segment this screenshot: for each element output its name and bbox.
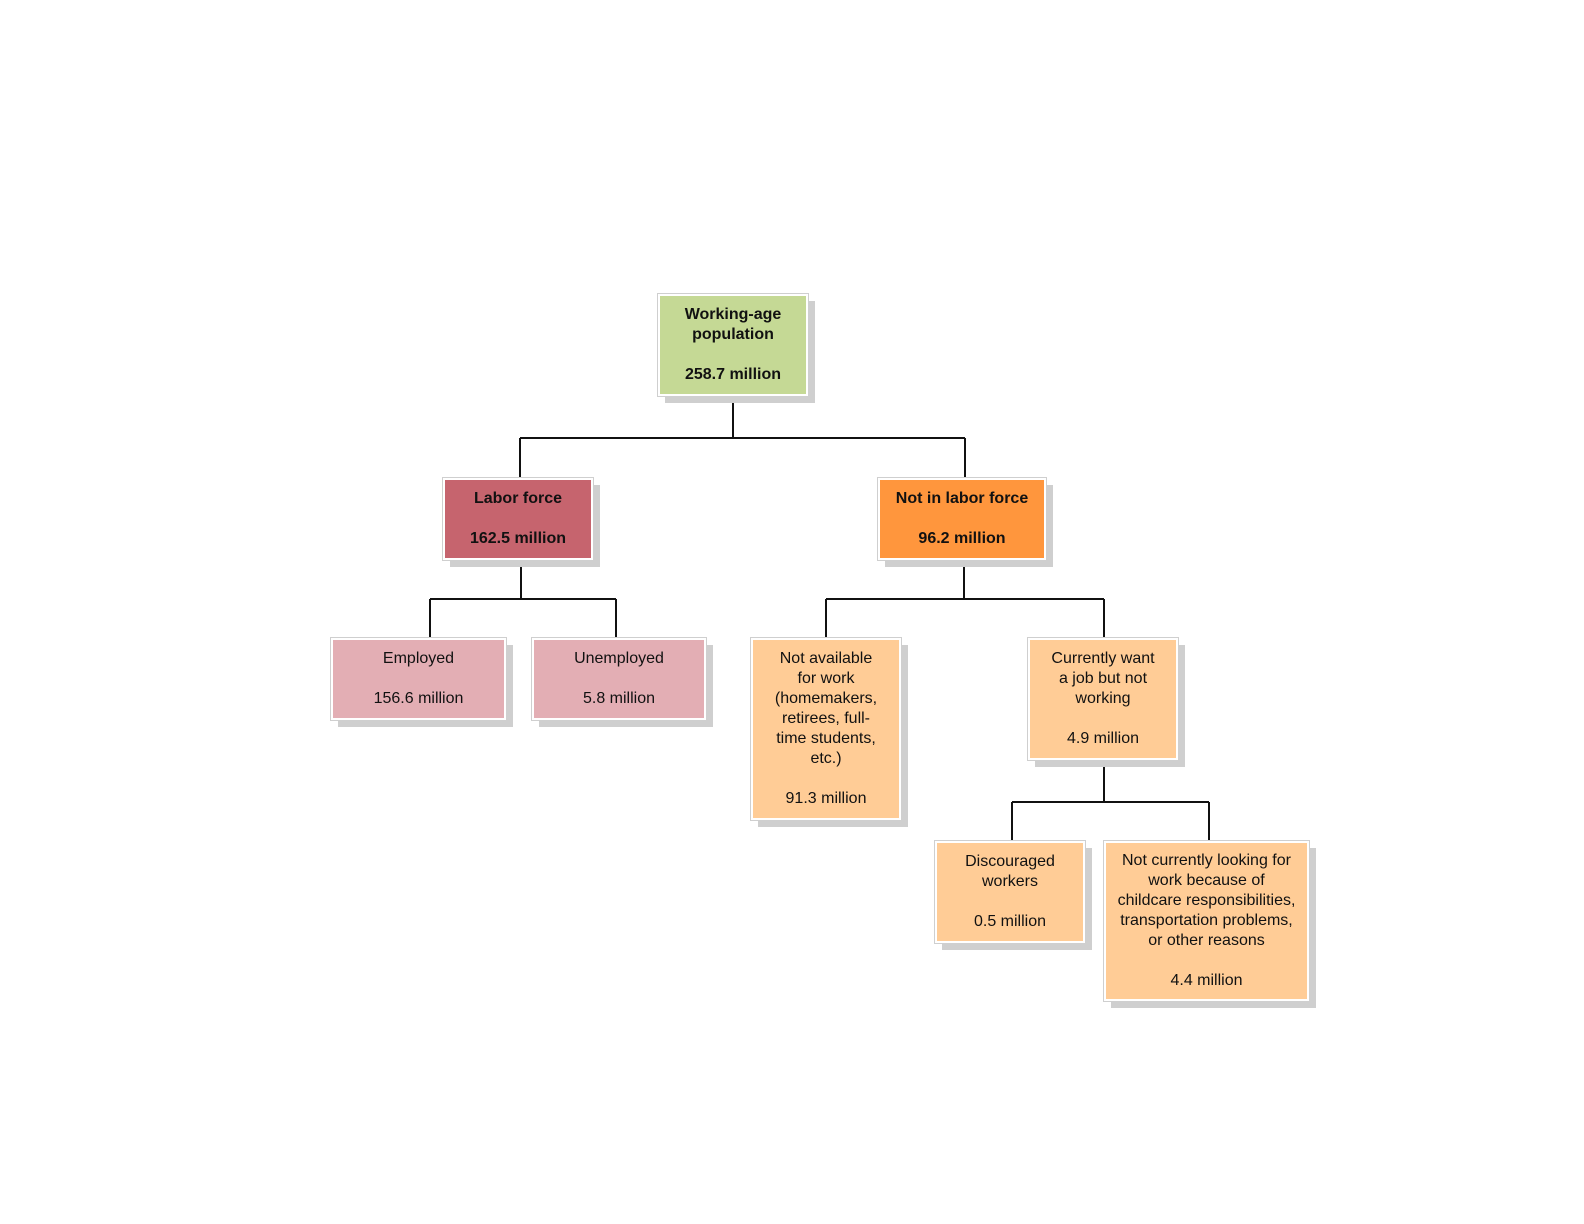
connector-want-job xyxy=(1011,762,1210,841)
employed-node: Employed 156.6 million xyxy=(330,637,507,721)
discouraged-workers-node: Discouraged workers 0.5 million xyxy=(934,840,1086,944)
node-value: 4.9 million xyxy=(1066,730,1140,747)
node-value: 4.4 million xyxy=(1170,972,1243,989)
node-label: Employed xyxy=(382,650,455,667)
want-job-node: Currently want a job but not working 4.9… xyxy=(1027,637,1179,761)
node-value: 0.5 million xyxy=(973,913,1047,930)
node-label: Not in labor force xyxy=(895,490,1029,507)
node-value: 96.2 million xyxy=(918,530,1006,547)
node-label: Labor force xyxy=(473,490,562,507)
working-age-population-node: Working-age population 258.7 million xyxy=(657,293,809,397)
connector-not-in-labor-force xyxy=(825,562,1105,638)
node-label: Not available for work (homemakers, reti… xyxy=(774,650,878,767)
connector-labor-force xyxy=(429,562,617,638)
not-available-for-work-node: Not available for work (homemakers, reti… xyxy=(750,637,902,821)
node-value: 258.7 million xyxy=(684,366,782,383)
node-label: Discouraged workers xyxy=(965,853,1055,890)
node-value: 91.3 million xyxy=(785,790,867,807)
node-value: 156.6 million xyxy=(373,690,464,707)
labor-force-node: Labor force 162.5 million xyxy=(442,477,594,561)
unemployed-node: Unemployed 5.8 million xyxy=(531,637,707,721)
not-in-labor-force-node: Not in labor force 96.2 million xyxy=(877,477,1047,561)
node-label: Not currently looking for work because o… xyxy=(1117,852,1296,949)
node-label: Unemployed xyxy=(574,650,664,667)
node-label: Currently want a job but not working xyxy=(1051,650,1155,707)
not-currently-looking-node: Not currently looking for work because o… xyxy=(1103,840,1310,1002)
node-value: 5.8 million xyxy=(582,690,656,707)
node-value: 162.5 million xyxy=(469,530,567,547)
connector-root xyxy=(519,398,966,478)
node-label: Working-age population xyxy=(684,306,782,343)
